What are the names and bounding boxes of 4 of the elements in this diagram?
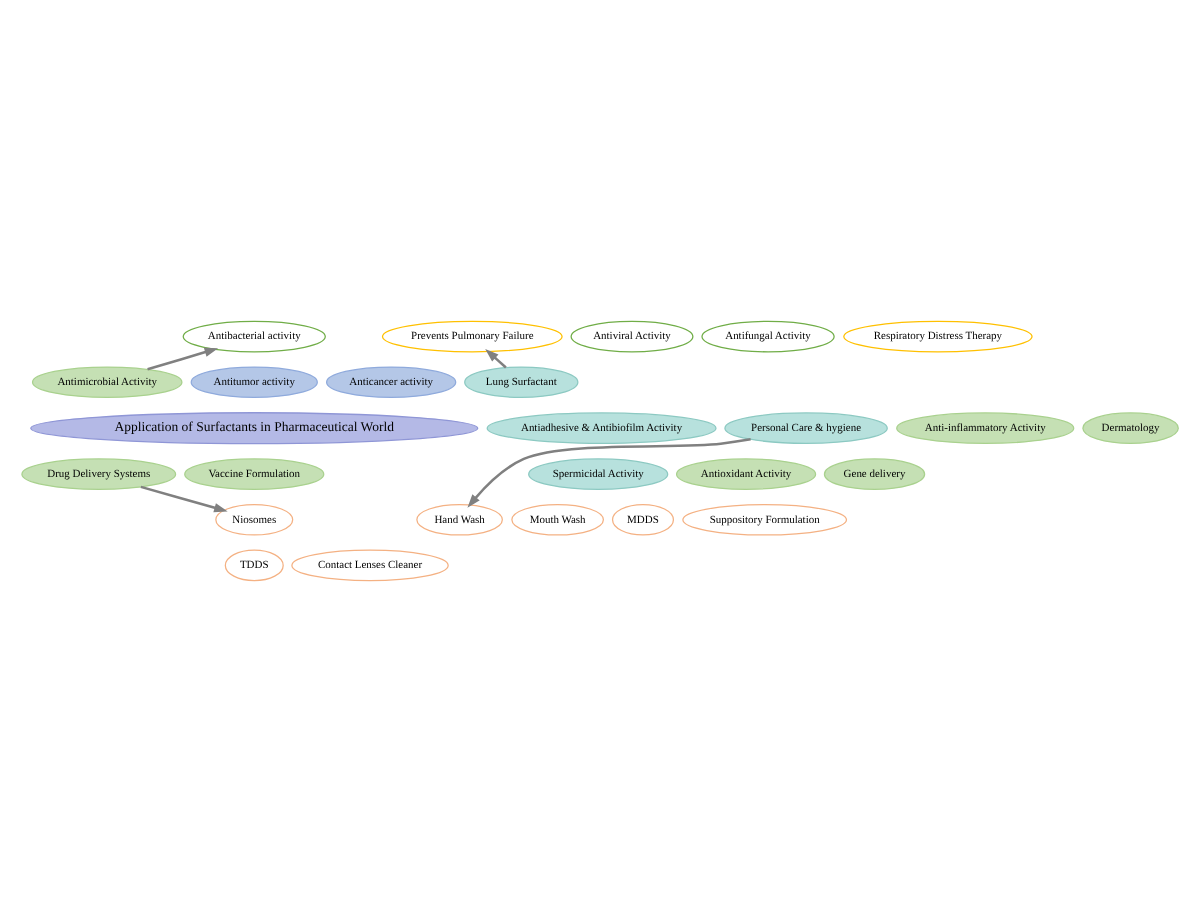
arrow	[467, 438, 751, 508]
arrow	[485, 349, 507, 369]
arrow	[140, 485, 228, 513]
arrow	[147, 347, 219, 371]
